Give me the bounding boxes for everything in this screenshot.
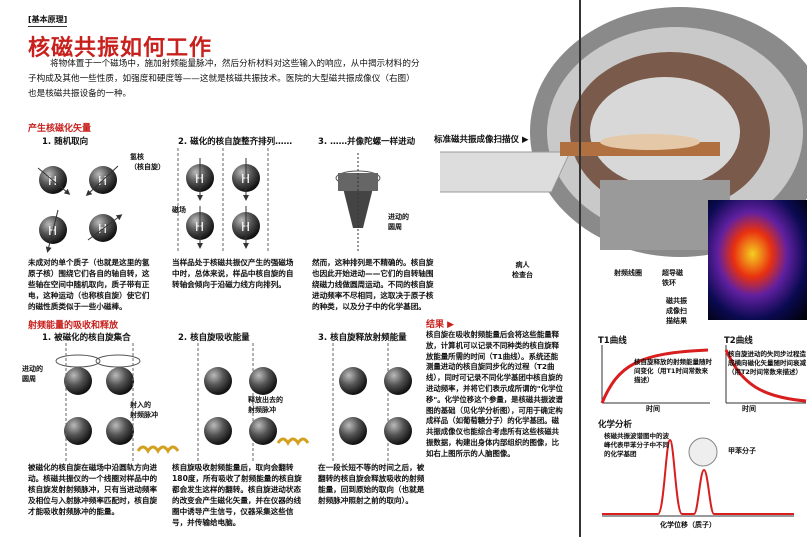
result-text: 核自旋在吸收射频能量后会将这些能量释放，计算机可以记录不同种类的核自旋释放能量所… (426, 330, 563, 458)
bed-label: 病人 检查台 (512, 261, 533, 279)
s2-step3: 3. 核自旋释放射频能量 (318, 333, 407, 343)
releasing-set (276, 343, 412, 461)
magnet-label: 超导磁 铁环 (662, 269, 683, 287)
magnetized-set (55, 343, 141, 461)
precessing-top (335, 153, 381, 253)
mri-scanner-illustration (440, 7, 807, 257)
chem-spectrum-chart (602, 437, 794, 517)
t2-note: 核自旋进动的失同步过程造成横向磁化矢量随时间衰减（用T2时间常数来描述） (728, 350, 806, 376)
page-divider (579, 0, 581, 537)
field-label: 磁场 (172, 206, 186, 214)
s1-step3: 3. ……并像陀螺一样进动 (318, 137, 416, 147)
t1-xlabel: 时间 (646, 405, 660, 413)
s1-step1: 1. 随机取向 (42, 137, 89, 147)
precession-circle-label: 进动的 圆周 (22, 365, 43, 383)
s2-step2: 2. 核自旋吸收能量 (178, 333, 250, 343)
t2-title: T2曲线 (724, 336, 753, 346)
outgoing-pulse-label: 释放出去的 射频脉冲 (248, 396, 283, 414)
chem-title: 化学分析 (598, 420, 633, 430)
s1-text3: 然而，这种排列是不精确的。核自旋也因此开始进动——它们的自转轴围绕磁力线做圆周运… (312, 258, 434, 311)
s2-text1: 被磁化的核自旋在磁场中沿圆轨方向进动。核磁共振仪的一个线圈对样品中的核自旋发射射… (28, 463, 158, 516)
nucleus-label: 氢核 （核自旋） (130, 153, 165, 171)
s2-step1: 1. 被磁化的核自旋集合 (42, 333, 131, 343)
rf-coil-label: 射频线圈 (614, 269, 642, 277)
t2-xlabel: 时间 (742, 405, 756, 413)
brain-scan-image (708, 200, 807, 320)
t1-chart (600, 345, 710, 404)
s1-text2: 当样品处于核磁共振仪产生的强磁场中时，总体来说，样品中核自旋的自转轴会倾向于沿磁… (172, 258, 294, 289)
section1-heading: 产生核磁化矢量 (28, 124, 92, 134)
precession-label: 进动的 圆周 (388, 213, 409, 231)
s2-text2: 核自旋吸收射频能量后，取向会翻转180度，所有吸收了射频能量的核自旋都会发生这样… (172, 463, 302, 527)
chem-note: 核磁共振波谱图中的波峰代表甲苯分子中不同的化学基团 (604, 432, 669, 458)
chem-xlabel: 化学位移（质子） (660, 521, 716, 529)
s1-text1: 未成对的单个质子（也就是这里的氢原子核）围绕它们各自的轴自转，这些轴在空间中随机… (28, 258, 150, 311)
s2-text3: 在一段长短不等的时间之后，被翻转的核自旋会释放吸收的射频能量，回到原始的取向（也… (318, 463, 425, 505)
s1-step2: 2. 磁化的核自旋整齐排列…… (178, 137, 293, 147)
t1-title: T1曲线 (598, 336, 627, 346)
t2-chart (724, 345, 807, 404)
random-spins: H H H H (37, 165, 123, 253)
section-tag: [基本原理] (28, 14, 68, 27)
scan-image-label: 磁共振 成像扫 描结果 (666, 297, 687, 325)
t1-note: 核自旋释放的射频能量随时间变化（用T1时间常数来描述） (634, 358, 712, 384)
intro-paragraph: 将物体置于一个磁场中，施加射频能量脉冲，然后分析材料对这些输入的响应，从中揭示材… (28, 59, 420, 99)
scanner-caption: 标准磁共振成像扫描仪 ▶ (434, 135, 529, 145)
section2-heading: 射频能量的吸收和释放 (28, 321, 119, 331)
svg-text:H: H (48, 174, 57, 188)
absorbing-set (136, 343, 277, 461)
aligned-spins: H H H H (177, 148, 269, 253)
section2-illustration (55, 343, 412, 461)
result-heading: 结果 ▶ (426, 320, 455, 330)
section1-illustration: H H H H H H H H (37, 148, 381, 253)
molecule-label: 甲苯分子 (728, 447, 756, 455)
incoming-pulse-label: 射入的 射频脉冲 (130, 401, 158, 419)
page-title: 核磁共振如何工作 (28, 36, 213, 61)
